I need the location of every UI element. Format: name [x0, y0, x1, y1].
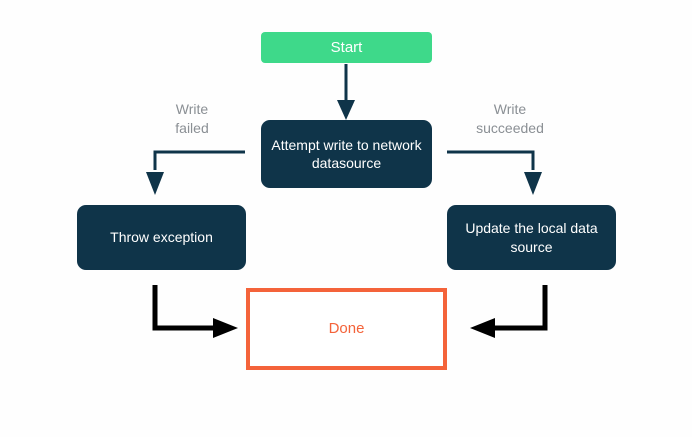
node-done[interactable]: Done: [246, 288, 447, 370]
edge-throw-to-done: [152, 285, 238, 338]
node-throw-exception[interactable]: Throw exception: [77, 205, 246, 270]
edge-label-write-failed: Write failed: [175, 101, 209, 136]
edge-update-to-done: [470, 285, 548, 338]
edge-label-write-succeeded: Write succeeded: [476, 101, 544, 136]
edge-attempt-to-update: [447, 150, 542, 195]
edge-start-to-attempt: [337, 64, 355, 120]
node-attempt-write[interactable]: Attempt write to network datasource: [261, 120, 432, 188]
node-update-local-data-source[interactable]: Update the local data source: [447, 205, 616, 270]
edge-attempt-to-throw: [146, 150, 245, 195]
node-start[interactable]: Start: [261, 32, 432, 63]
